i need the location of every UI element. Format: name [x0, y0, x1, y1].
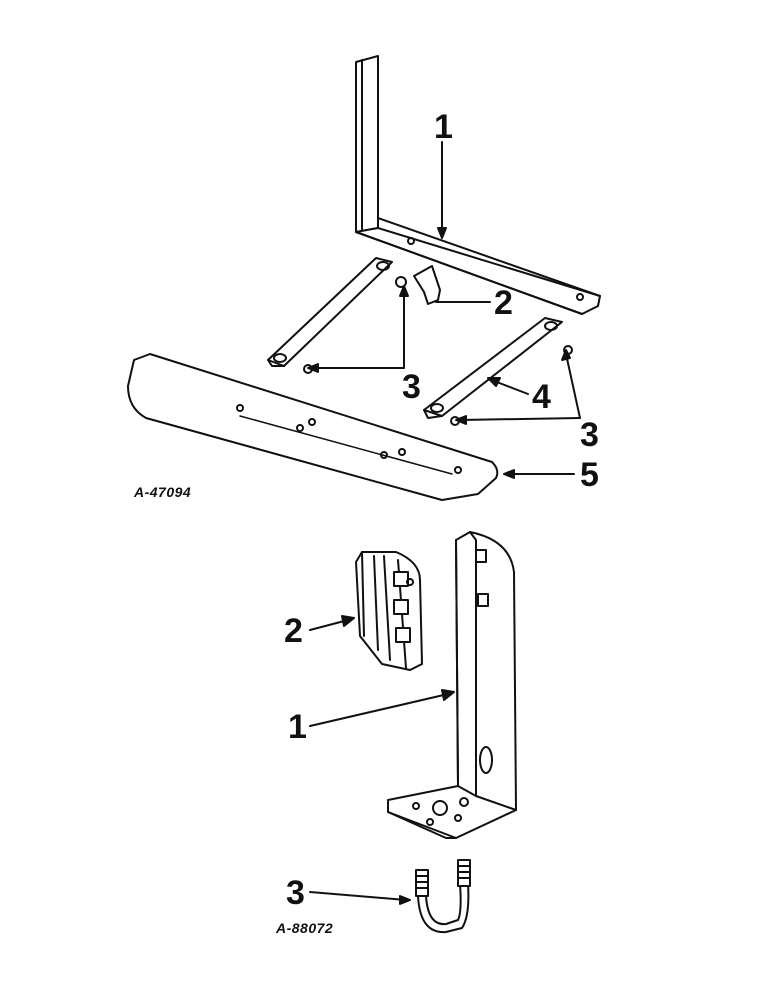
leaders-bottom	[309, 615, 455, 905]
figure-ref-bottom: A-88072	[276, 920, 334, 936]
mounting-angle-bracket	[387, 531, 517, 839]
callout-bottom-3: 3	[286, 874, 305, 912]
seat-frame-bracket	[355, 55, 601, 315]
clamp-channel	[355, 551, 423, 671]
callout-top-5: 5	[580, 456, 599, 494]
seat-cushion-pan	[127, 353, 499, 501]
figure-ref-top: A-47094	[134, 484, 192, 500]
callout-bottom-1: 1	[288, 708, 307, 746]
seat-support-strap-left	[267, 257, 393, 367]
callout-top-1: 1	[434, 108, 453, 146]
callout-top-4: 4	[532, 378, 551, 416]
small-clip	[413, 265, 441, 305]
leaders-top	[307, 141, 581, 479]
callout-top-2: 2	[494, 284, 513, 322]
callout-bottom-2: 2	[284, 612, 303, 650]
seat-support-strap-right	[423, 317, 563, 419]
callout-top-3a: 3	[402, 368, 421, 406]
u-bolt	[415, 859, 471, 934]
callout-top-3b: 3	[580, 416, 599, 454]
